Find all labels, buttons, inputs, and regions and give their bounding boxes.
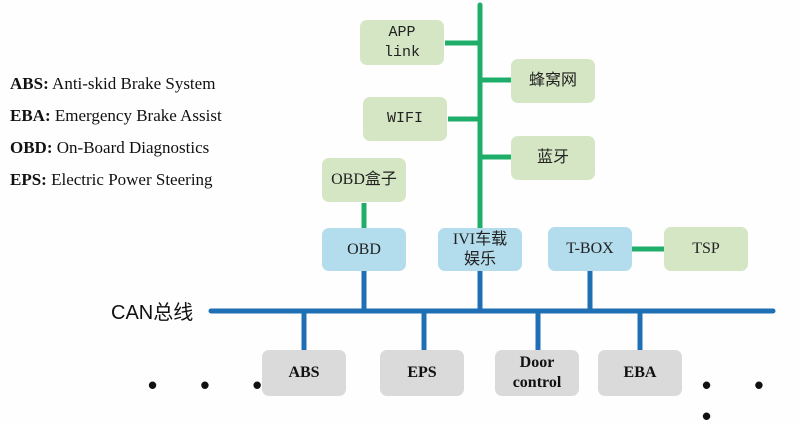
legend-item: ABS: Anti-skid Brake System xyxy=(10,74,216,93)
obd-box-node: OBD盒子 xyxy=(322,158,406,202)
tbox-node: T-BOX xyxy=(548,227,632,271)
legend-item: OBD: On-Board Diagnostics xyxy=(10,138,210,157)
cellular-node: 蜂窝网 xyxy=(511,59,595,103)
abs-node: ABS xyxy=(262,350,346,396)
bluetooth-node: 蓝牙 xyxy=(511,136,595,180)
abbreviation-legend: ABS: Anti-skid Brake System EBA: Emergen… xyxy=(10,68,222,196)
right-ellipsis: • • • xyxy=(702,370,782,424)
eps-node: EPS xyxy=(380,350,464,396)
app-link-node: APP link xyxy=(360,20,444,65)
legend-item: EBA: Emergency Brake Assist xyxy=(10,106,222,125)
door-control-node: Door control xyxy=(495,350,579,396)
wifi-node: WIFI xyxy=(363,97,447,141)
can-bus-label: CAN总线 xyxy=(111,302,194,324)
eba-node: EBA xyxy=(598,350,682,396)
ivi-node: IVI车载 娱乐 xyxy=(438,228,522,271)
legend-item: EPS: Electric Power Steering xyxy=(10,170,213,189)
obd-node: OBD xyxy=(322,228,406,271)
tsp-node: TSP xyxy=(664,227,748,271)
left-ellipsis: • • • xyxy=(148,370,280,400)
